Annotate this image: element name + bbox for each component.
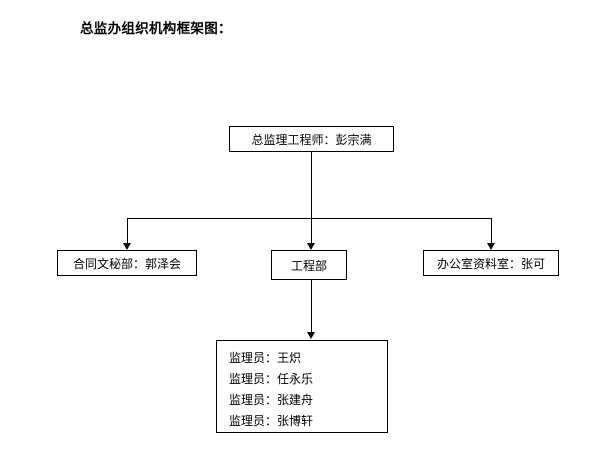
connector-middle-branch: [311, 218, 312, 243]
connector-horizontal-bus: [127, 218, 492, 219]
arrow-middle-branch: [307, 243, 315, 250]
arrow-engineering-to-list: [307, 332, 315, 339]
list-item: 监理员：任永乐: [229, 372, 314, 386]
node-chief-supervisor: 总监理工程师：彭宗满: [229, 126, 394, 152]
arrow-left-branch: [123, 243, 131, 250]
connector-top-stem: [311, 152, 312, 218]
connector-left-branch: [127, 218, 128, 243]
arrow-right-branch: [487, 243, 495, 250]
node-office-archive-room: 办公室资料室：张可: [423, 250, 559, 276]
connector-right-branch: [491, 218, 492, 243]
connector-engineering-to-list: [311, 280, 312, 332]
page-title: 总监办组织机构框架图：: [80, 21, 232, 36]
node-contract-secretarial-dept: 合同文秘部：郭泽会: [57, 250, 197, 276]
node-supervisor-list: 监理员：王炽 监理员：任永乐 监理员：张建舟 监理员：张博轩: [216, 340, 388, 433]
list-item: 监理员：王炽: [229, 351, 302, 365]
list-item: 监理员：张博轩: [229, 414, 314, 428]
list-item: 监理员：张建舟: [229, 393, 314, 407]
node-engineering-dept: 工程部: [271, 250, 347, 280]
